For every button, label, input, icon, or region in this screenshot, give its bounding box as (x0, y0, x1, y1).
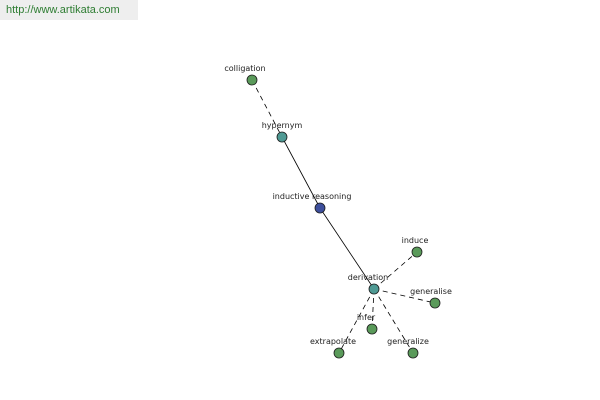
node-label-induce[interactable]: induce (402, 236, 429, 245)
node-label-generalise[interactable]: generalise (410, 287, 452, 296)
node-circle-induce[interactable] (411, 246, 423, 258)
edge-derivation-induce (373, 251, 418, 290)
node-colligation[interactable]: colligation (224, 64, 266, 86)
edge-derivation-extrapolate (338, 288, 375, 354)
node-circle-generalise[interactable] (429, 297, 441, 309)
node-inductive-reasoning[interactable]: inductive reasoning (273, 192, 352, 214)
node-label-generalize[interactable]: generalize (387, 337, 429, 346)
node-label-inductive-reasoning[interactable]: inductive reasoning (273, 192, 352, 201)
edge-derivation-generalise (373, 288, 436, 304)
node-circle-generalize[interactable] (407, 347, 419, 359)
node-circle-extrapolate[interactable] (333, 347, 345, 359)
node-circle-inductive-reasoning[interactable] (314, 202, 326, 214)
node-extrapolate[interactable]: extrapolate (310, 337, 356, 359)
node-infer[interactable]: infer (357, 313, 378, 335)
edge-hypernym-inductive-reasoning (281, 136, 321, 209)
node-generalize[interactable]: generalize (387, 337, 429, 359)
node-circle-infer[interactable] (366, 323, 378, 335)
site-url-banner[interactable]: http://www.artikata.com (0, 0, 138, 20)
node-derivation[interactable]: derivation (348, 273, 388, 295)
node-generalise[interactable]: generalise (410, 287, 452, 309)
edge-colligation-hypernym (251, 79, 283, 138)
edge-derivation-generalize (373, 288, 414, 354)
node-circle-derivation[interactable] (368, 283, 380, 295)
node-induce[interactable]: induce (402, 236, 429, 258)
node-circle-colligation[interactable] (246, 74, 258, 86)
node-label-extrapolate[interactable]: extrapolate (310, 337, 356, 346)
node-circle-hypernym[interactable] (276, 131, 288, 143)
node-label-colligation[interactable]: colligation (224, 64, 265, 73)
node-label-derivation[interactable]: derivation (348, 273, 388, 282)
edge-inductive-reasoning-derivation (319, 207, 375, 290)
graph-nodes: colligation hypernym inductive reasoning de… (224, 64, 452, 359)
node-hypernym[interactable]: hypernym (262, 121, 303, 143)
node-label-hypernym[interactable]: hypernym (262, 121, 303, 130)
node-label-infer[interactable]: infer (357, 313, 376, 322)
edge-derivation-infer (371, 288, 375, 330)
graph-edges (251, 79, 436, 354)
